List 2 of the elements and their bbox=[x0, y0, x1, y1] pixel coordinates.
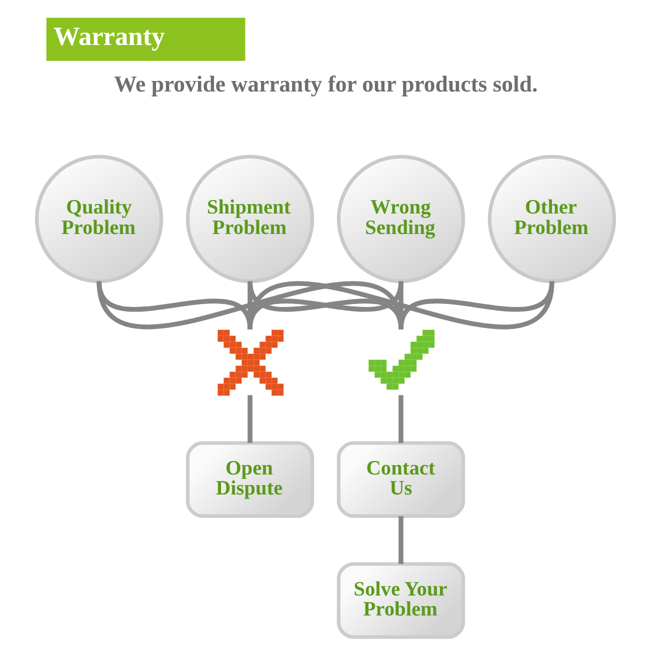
label: We provide warranty for our products sold. bbox=[114, 72, 538, 97]
diagram-title: Warranty bbox=[53, 22, 164, 51]
